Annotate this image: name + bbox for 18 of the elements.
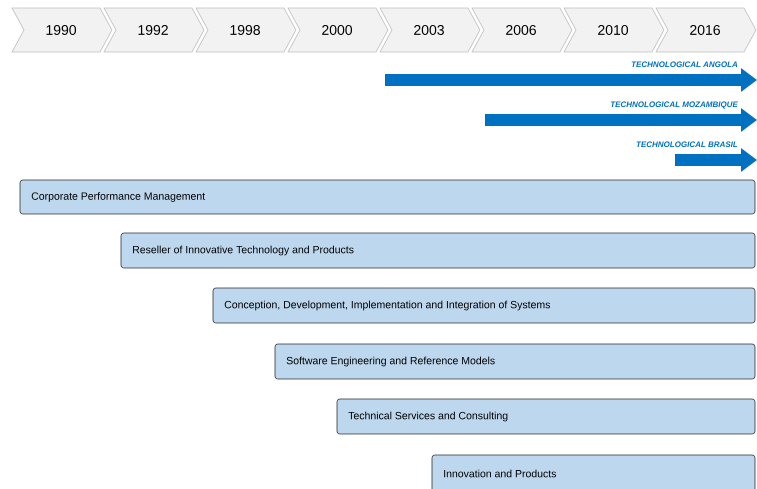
country-label: TECHNOLOGICAL MOZAMBIQUE <box>610 101 738 109</box>
timeline-segment: 1992 <box>103 8 204 52</box>
activity-bar: Conception, Development, Implementation and Integration of Systems <box>212 288 756 324</box>
country-label: TECHNOLOGICAL ANGOLA <box>632 61 738 68</box>
timeline-segment: 1998 <box>195 8 296 52</box>
activity-bar: Software Engineering and Reference Models <box>274 344 756 380</box>
activity-bar: Innovation and Products <box>432 454 756 489</box>
timeline-segment: 2016 <box>655 8 756 52</box>
node-label: 2016 <box>690 25 720 35</box>
activity-bar: Corporate Performance Management <box>20 180 756 214</box>
timeline-segment: 2000 <box>287 8 388 52</box>
country-label: TECHNOLOGICAL BRASIL <box>636 141 738 148</box>
timeline-segment: 1990 <box>11 8 112 52</box>
timeline-segment: 2010 <box>563 8 664 52</box>
timeline-segment: 2006 <box>471 8 572 52</box>
activity-bar: Reseller of Innovative Technology and Products <box>120 232 756 268</box>
activity-bar: Technical Services and Consulting <box>336 398 756 434</box>
timeline-segment: 2003 <box>379 8 480 52</box>
